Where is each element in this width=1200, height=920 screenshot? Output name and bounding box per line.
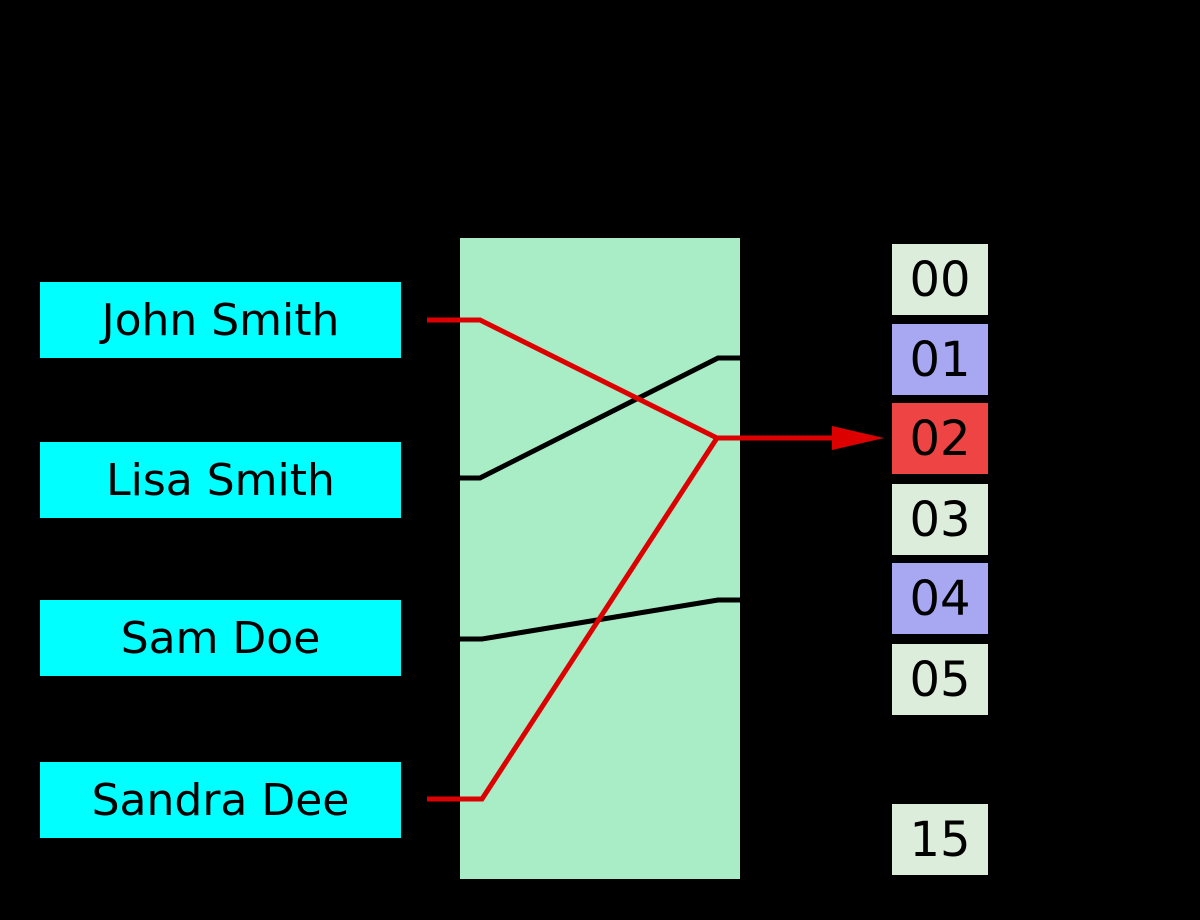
key-box-john-smith: John Smith [40,282,401,358]
bucket-00: 00 [892,244,988,315]
bucket-label: 02 [909,410,971,467]
bucket-label: 03 [909,491,971,548]
key-label: Sandra Dee [91,774,350,826]
key-label: John Smith [101,294,340,346]
bucket-label: 15 [909,811,971,868]
key-label: Lisa Smith [106,454,335,506]
bucket-02: 02 [892,403,988,474]
bucket-15: 15 [892,804,988,875]
key-label: Sam Doe [120,612,321,664]
bucket-label: 01 [909,331,971,388]
hash-function-box [460,238,740,879]
key-box-lisa-smith: Lisa Smith [40,442,401,518]
bucket-label: 04 [909,570,971,627]
bucket-01: 01 [892,324,988,395]
bucket-label: 05 [909,651,971,708]
collision-arrowhead-icon [832,426,884,450]
key-box-sam-doe: Sam Doe [40,600,401,676]
bucket-05: 05 [892,644,988,715]
bucket-03: 03 [892,484,988,555]
bucket-label: 00 [909,251,971,308]
bucket-04: 04 [892,563,988,634]
key-box-sandra-dee: Sandra Dee [40,762,401,838]
